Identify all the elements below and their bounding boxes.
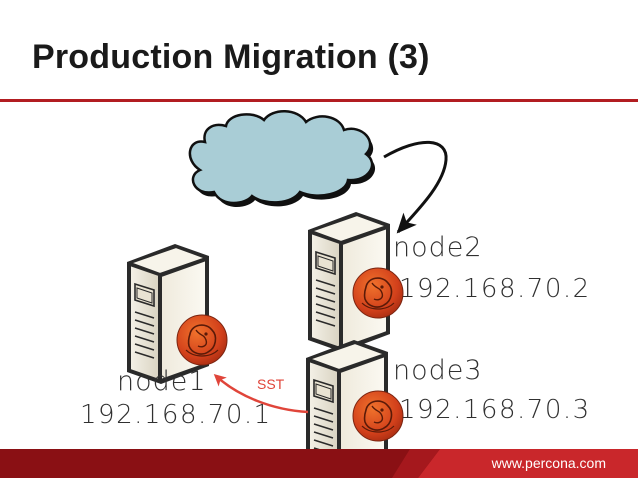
node1-percona-logo-icon <box>176 314 228 366</box>
page-title: Production Migration (3) <box>32 38 430 76</box>
footer-bar <box>0 449 638 478</box>
footer-url-link[interactable]: www.percona.com <box>491 455 606 471</box>
node2-percona-logo-icon <box>352 267 404 319</box>
title-divider <box>0 99 638 102</box>
node1-ip-label: 192.168.70.1 <box>80 400 272 430</box>
node2-ip-label: 192.168.70.2 <box>399 274 591 304</box>
node1-name-label: node1 <box>117 366 207 397</box>
node2-name-label: node2 <box>393 232 483 263</box>
sst-label: SST <box>257 376 285 392</box>
cloud-icon <box>188 110 376 207</box>
cloud-to-node2-arrow <box>383 140 448 234</box>
sst-arrow <box>213 373 309 414</box>
node3-ip-label: 192.168.70.3 <box>399 395 591 425</box>
node3-percona-logo-icon <box>352 390 404 442</box>
node3-name-label: node3 <box>393 355 483 386</box>
